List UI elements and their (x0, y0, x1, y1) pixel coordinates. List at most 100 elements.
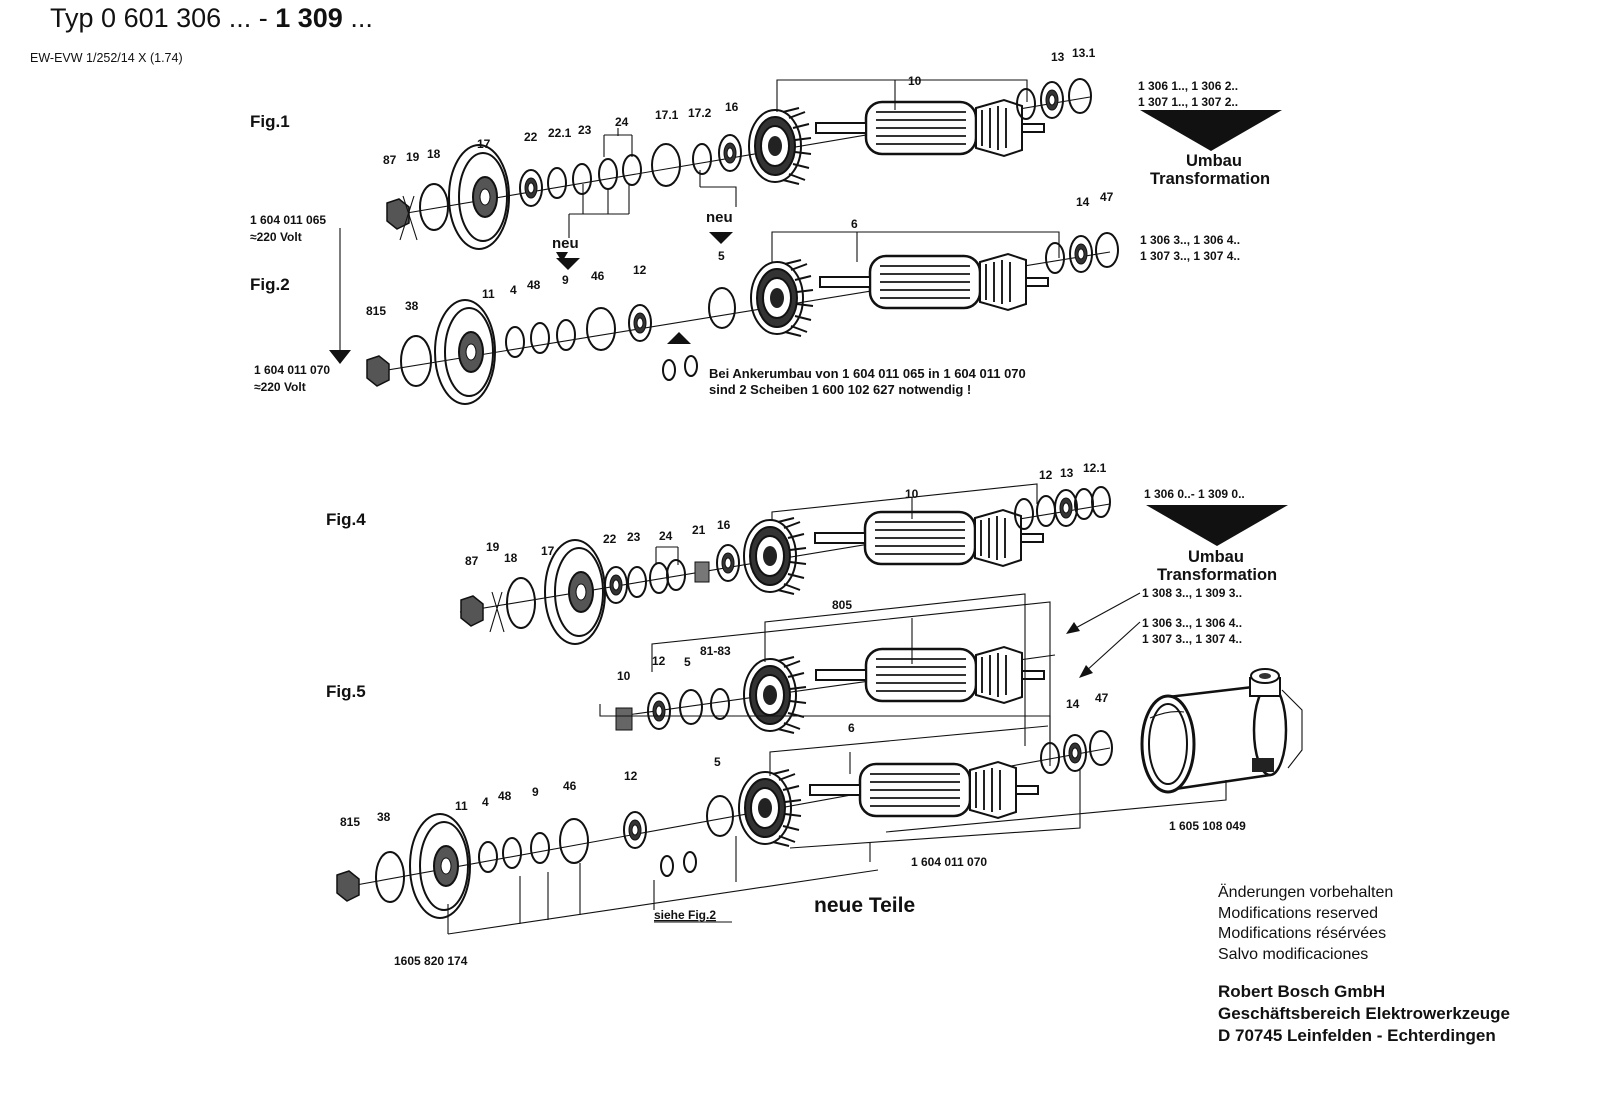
document-code: EW-EVW 1/252/14 X (1.74) (30, 51, 183, 65)
fig4-armature (813, 508, 1045, 568)
label-23: 23 (578, 123, 592, 137)
label-19: 19 (486, 540, 500, 554)
fig5-circlip-5b (706, 795, 734, 837)
fig2-variants-line1: 1 306 3.., 1 306 4.. (1140, 233, 1240, 247)
label-17-2: 17.2 (688, 106, 712, 120)
label-23: 23 (627, 530, 641, 544)
fig1-ring-13-a (1016, 88, 1036, 120)
label-18: 18 (427, 147, 441, 161)
armature-a-part: 1 604 011 065 (250, 213, 326, 227)
fig4-umbau-triangle (1146, 505, 1288, 546)
fig2-ring-47 (1095, 232, 1119, 268)
arrow-to-fig5-b (1084, 621, 1141, 673)
label-22: 22 (524, 130, 538, 144)
fig5-circlip-5 (679, 689, 703, 725)
label-12: 12 (1039, 468, 1053, 482)
typ-label: Typ (50, 3, 94, 33)
fig2-ring-9 (556, 319, 576, 351)
fig4-bearing-13 (1054, 489, 1078, 527)
fig5-ring-81 (710, 688, 730, 720)
fig4-variants-c2: 1 307 3.., 1 307 4.. (1142, 632, 1242, 646)
typ-from: 0 601 306 (101, 3, 222, 33)
fig1-ring-22-1 (547, 167, 567, 199)
label-21: 21 (692, 523, 706, 537)
fig2-callouts: 815 38 11 4 48 9 46 12 5 6 14 47 (366, 190, 1114, 318)
label-38: 38 (377, 810, 391, 824)
fig1-ring-17-2 (692, 143, 712, 175)
fig1-ring-23 (572, 163, 592, 195)
label-9: 9 (532, 785, 539, 799)
label-815: 815 (340, 815, 360, 829)
fig4-bearing-16 (716, 544, 740, 582)
label-47: 47 (1100, 190, 1114, 204)
fig2-bearing-12 (628, 304, 652, 342)
fig5-upper-armature (814, 645, 1046, 705)
fig1-armature (814, 98, 1046, 158)
mods-fr: Modifications résérvées (1218, 925, 1387, 942)
fig5-lower-armature (808, 760, 1040, 820)
fig1-gear (748, 107, 812, 185)
label-5-upper: 5 (684, 655, 691, 669)
fig2-flange-11 (434, 299, 496, 405)
neu-arrowhead-2 (709, 232, 733, 244)
neu-label-2: neu (706, 209, 733, 226)
label-815: 815 (366, 304, 386, 318)
fig1-ring-24a (598, 158, 618, 190)
fig5-label: Fig.5 (326, 682, 366, 701)
fig1-bearing-22 (519, 169, 543, 207)
housing-part: 1 605 108 049 (1169, 819, 1246, 833)
fig5-upper-gear (743, 656, 807, 734)
fig2-variants-line2: 1 307 3.., 1 307 4.. (1140, 249, 1240, 263)
fig2-ring-14a (1045, 242, 1065, 274)
fig5-armature-part: 1 604 011 070 (911, 855, 987, 869)
company-division: Geschäftsbereich Elektrowerkzeuge (1218, 1004, 1510, 1023)
label-48: 48 (498, 789, 512, 803)
fig1-bearing-13 (1040, 81, 1064, 119)
fig4-variants-b: 1 308 3.., 1 309 3.. (1142, 586, 1242, 600)
fig5-ring-46 (559, 818, 589, 864)
label-14: 14 (1066, 697, 1080, 711)
dash: - (258, 3, 268, 33)
fig4-gear (743, 517, 807, 595)
label-22: 22 (603, 532, 617, 546)
fig1-ring-13-1 (1068, 78, 1092, 114)
fig5-bearing-12 (647, 692, 671, 730)
label-16: 16 (717, 518, 731, 532)
fig4-ring-18 (506, 577, 536, 629)
arrowhead-to-fig5-b (1079, 665, 1093, 678)
fig4-nut-87 (460, 595, 484, 627)
fig5-lower-gear (738, 769, 802, 847)
company-name: Robert Bosch GmbH (1218, 982, 1386, 1001)
fig2-note-line2: sind 2 Scheiben 1 600 102 627 notwendig … (709, 382, 971, 397)
fig5-nut-815 (336, 870, 360, 902)
fig2-note-line1: Bei Ankerumbau von 1 604 011 065 in 1 60… (709, 366, 1026, 381)
fig4-callouts: 87 19 18 17 22 23 24 21 16 10 12 13 12.1 (465, 461, 1107, 568)
dots-1: ... (228, 3, 252, 33)
fig4-variants-c1: 1 306 3.., 1 306 4.. (1142, 616, 1242, 630)
label-14: 14 (1076, 195, 1090, 209)
dots-2: ... (350, 3, 373, 33)
washer-a (662, 359, 676, 381)
fig4-part-21 (694, 561, 710, 583)
fig1-ring-17-1 (651, 143, 681, 187)
label-11: 11 (482, 287, 495, 301)
company-address: D 70745 Leinfelden - Echterdingen (1218, 1026, 1496, 1045)
company-block: Robert Bosch GmbH Geschäftsbereich Elekt… (1218, 981, 1510, 1047)
fig1-spring-19 (399, 195, 418, 241)
label-5-lower: 5 (714, 755, 721, 769)
fig2-ring-38 (400, 335, 432, 387)
motor-housing (1140, 668, 1303, 794)
fig5-bearing-12b (623, 811, 647, 849)
label-17: 17 (477, 137, 491, 151)
label-87: 87 (383, 153, 397, 167)
armature-b-volt: ≈220 Volt (254, 380, 306, 394)
label-48: 48 (527, 278, 541, 292)
neu-arrow-1 (556, 252, 570, 262)
fig1-transformation: Transformation (1150, 170, 1270, 188)
label-12-1: 12.1 (1083, 461, 1107, 475)
fig2-circlip-5 (708, 287, 736, 329)
fig2-gear (750, 259, 814, 337)
label-12-lower: 12 (624, 769, 638, 783)
document-title: Typ 0 601 306 ... - 1 309 ... (50, 3, 373, 34)
fig5-ring-9 (530, 832, 550, 864)
